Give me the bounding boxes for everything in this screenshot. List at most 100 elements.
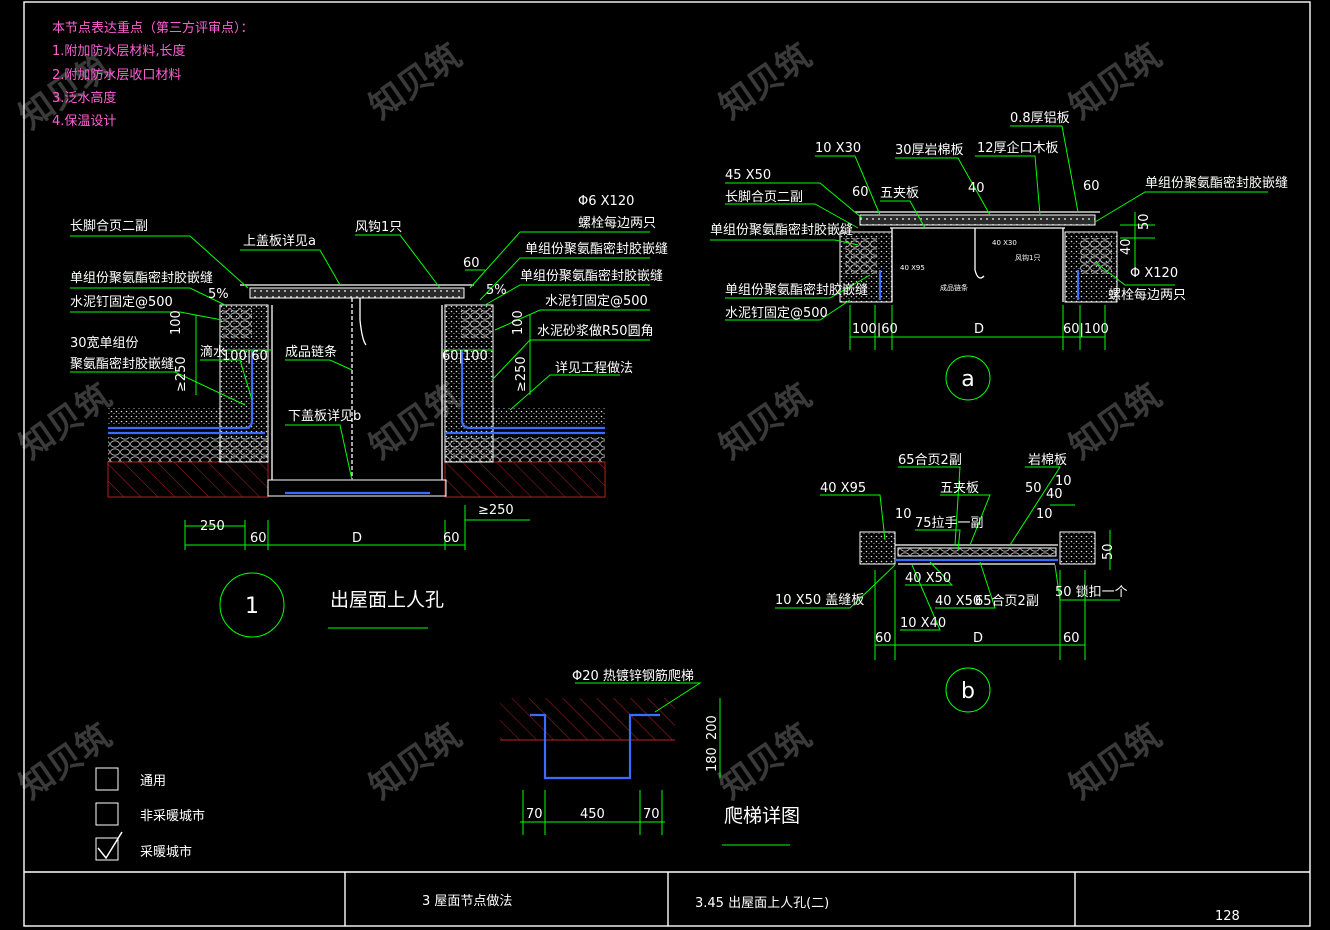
dim-10-b2: 10 (895, 507, 912, 522)
dim-40-a-v: 40 (1119, 238, 1134, 255)
label-sealant: 单组份聚氨酯密封胶嵌缝 (70, 270, 213, 286)
slab-right (444, 461, 606, 498)
leader (355, 234, 441, 289)
dim-100-left: 100 (169, 310, 184, 335)
label-bolt: Φ6 X120 (578, 194, 634, 209)
curb-insul-left (222, 308, 252, 338)
note-item: 2.附加防水层收口材料 (52, 67, 181, 83)
hook (359, 298, 367, 346)
ladder-label: Φ20 热镀锌钢筋爬梯 (572, 668, 694, 684)
label-sealant-a-right: 单组份聚氨酯密封胶嵌缝 (1145, 175, 1288, 191)
watermark: 知贝筑 (1062, 36, 1168, 127)
label-cover-b: 下盖板详见b (288, 409, 361, 424)
legend-checkbox-checked[interactable] (95, 837, 119, 861)
dim-250-bottom-right: ≥250 (478, 503, 514, 518)
top-cover (249, 287, 465, 299)
dim-100-right: 100 (511, 310, 526, 335)
leader (240, 249, 341, 286)
insul-a-right (1080, 238, 1112, 274)
label-40x50-b: 40 X50 (935, 594, 981, 609)
leader (725, 274, 871, 299)
leader (710, 239, 859, 246)
leader (509, 374, 620, 411)
label-sealant-r2: 单组份聚氨酯密封胶嵌缝 (520, 268, 663, 284)
dim-60-a-left: 60 (852, 185, 869, 200)
section-title: 3.45 出屋面上人孔(二) (695, 896, 829, 911)
leader (494, 309, 650, 331)
watermark: 知贝筑 (12, 716, 118, 807)
detail-1-title: 出屋面上人孔 (330, 589, 444, 611)
frame-b-left (859, 531, 896, 565)
note-item: 3.泛水高度 (52, 90, 116, 106)
dim-10-b3: 10 (1036, 507, 1053, 522)
leader (70, 235, 249, 289)
protection-left (108, 408, 248, 426)
leader (820, 494, 886, 541)
leader (900, 564, 941, 631)
leader (915, 529, 961, 551)
label-hinge65: 65合页2副 (898, 453, 962, 468)
leader (484, 284, 650, 306)
slab-left (107, 461, 269, 498)
leader (285, 424, 353, 481)
dim-10-b1: 10 (1055, 474, 1072, 489)
watermark: 知贝筑 (362, 716, 468, 807)
dim-200: 200 (705, 715, 720, 740)
detail-b-label: b (961, 679, 975, 704)
label-chain: 成品链条 (285, 344, 337, 360)
tiny-label: 风钩1只 (1015, 253, 1040, 262)
dim-50-a: 50 (1137, 213, 1152, 230)
dim-40-a: 40 (968, 181, 985, 196)
leader (775, 564, 896, 609)
note-item: 4.保温设计 (52, 114, 116, 129)
page-number: 128 (1215, 909, 1240, 924)
label-slope-r: 5% (486, 283, 507, 298)
label-40x50-a: 40 X50 (905, 571, 951, 586)
tiny-label: 40 X95 (900, 264, 925, 272)
label-cover-strip: 10 X50 盖缝板 (775, 593, 864, 608)
watermark: 知贝筑 (712, 716, 818, 807)
dim-60-a-right: 60 (1083, 179, 1100, 194)
legend-checkbox[interactable] (95, 802, 119, 826)
label-mortar: 水泥砂浆做R50圆角 (537, 324, 654, 339)
dim-a-bottom-left: 100|60 (852, 322, 898, 337)
leader (200, 359, 253, 401)
watermark: 知贝筑 (1062, 376, 1168, 467)
dim-a-bottom-right: 60|100 (1063, 322, 1109, 337)
label-bolt-a: Φ X120 (1130, 266, 1178, 281)
leader (815, 155, 881, 216)
label-hinge-a: 长脚合页二副 (725, 189, 803, 205)
detail-a-circle (945, 355, 991, 401)
label-lock: 50 锁扣一个 (1055, 584, 1128, 600)
watermark: 知贝筑 (712, 36, 818, 127)
insul-a-left (845, 238, 877, 274)
leader (880, 200, 926, 229)
legend-label: 非采暖城市 (140, 808, 205, 824)
label-strip: 30宽单组份 (70, 335, 139, 351)
dim-D: D (352, 531, 362, 546)
dim-50-b-v: 50 (1101, 543, 1116, 560)
ladder-detail: Φ20 热镀锌钢筋爬梯 200 180 70 450 70 爬梯详图 (500, 668, 800, 846)
frame-b-right (1059, 531, 1096, 565)
check-icon (97, 831, 123, 860)
title-block: 3 屋面节点做法 3.45 出屋面上人孔(二) 128 (24, 871, 1310, 926)
chapter-title: 3 屋面节点做法 (422, 894, 512, 909)
label-45x50: 45 X50 (725, 168, 771, 183)
watermark: 知贝筑 (712, 376, 818, 467)
dim-70-right: 70 (643, 807, 660, 822)
cover-a-board (859, 214, 1096, 226)
legend-checkbox[interactable] (95, 767, 119, 791)
detail-number-circle (219, 572, 285, 638)
label-cover-a: 上盖板详见a (243, 234, 316, 249)
label-nail-r: 水泥钉固定@500 (545, 294, 648, 309)
label-nail-a: 水泥钉固定@500 (725, 306, 828, 321)
label-10x40: 10 X40 (900, 616, 946, 631)
dim-180: 180 (705, 747, 720, 772)
label-tongue-board: 12厚企口木板 (977, 140, 1059, 156)
leader (975, 155, 1041, 216)
label-10x30: 10 X30 (815, 141, 861, 156)
rockwool-b (897, 547, 1057, 557)
dim-40-b: 40 (1046, 487, 1063, 502)
detail-1-roof-access-hatch: 长脚合页二副 上盖板详见a 风钩1只 Φ6 X120 螺栓每边两只 单组份聚氨酯… (70, 194, 668, 638)
